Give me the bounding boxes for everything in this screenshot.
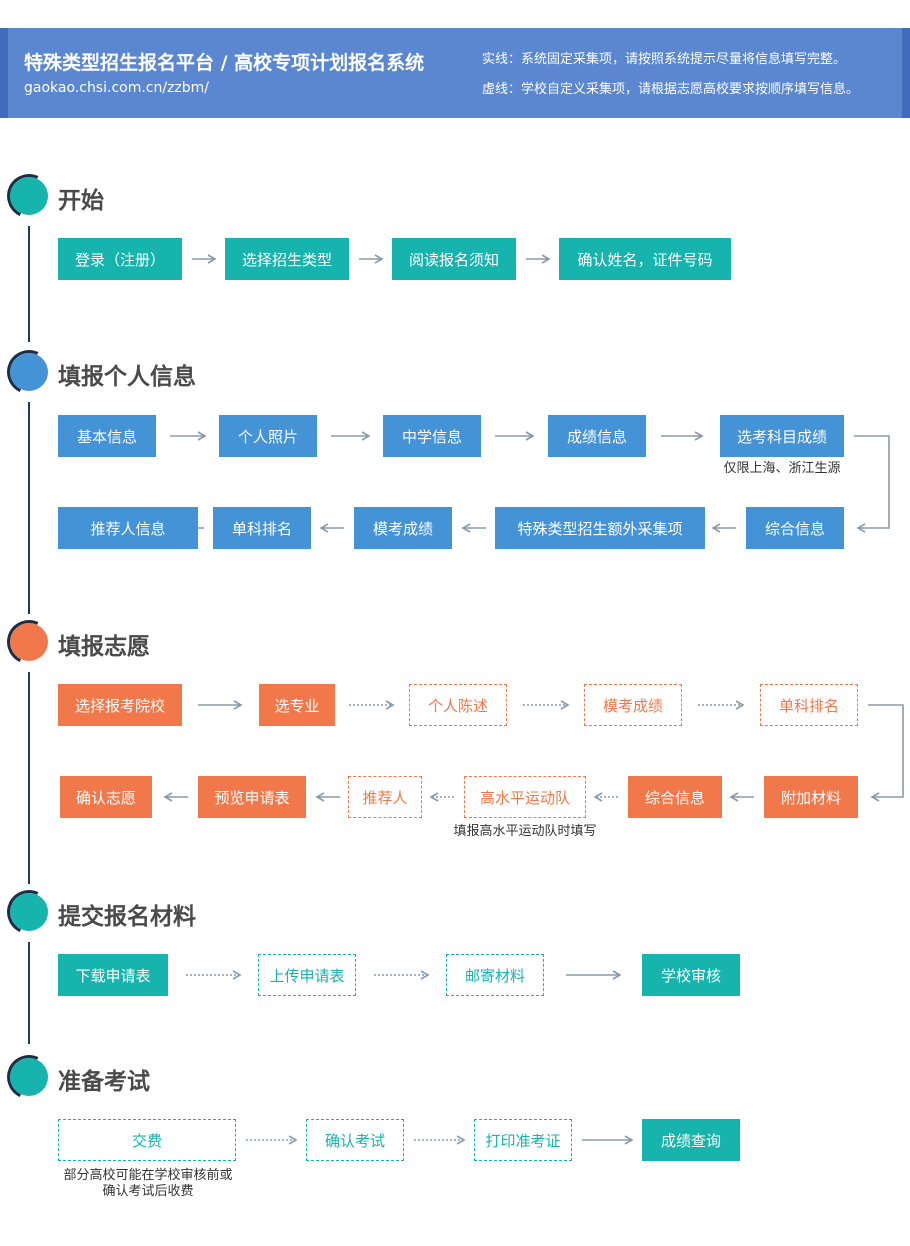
header-banner: 特殊类型招生报名平台 / 高校专项计划报名系统 gaokao.chsi.com.… <box>0 28 910 118</box>
step-score-query[interactable]: 成绩查询 <box>642 1119 740 1161</box>
step-read-notice[interactable]: 阅读报名须知 <box>392 238 516 280</box>
section-marker-start <box>0 167 58 225</box>
step-basic-info[interactable]: 基本信息 <box>58 415 156 457</box>
step-confirm-identity[interactable]: 确认姓名，证件号码 <box>559 238 731 280</box>
legend-dashed-note: 虚线：学校自定义采集项，请根据志愿高校要求按顺序填写信息。 <box>482 82 860 97</box>
step-mail-materials[interactable]: 邮寄材料 <box>446 954 544 996</box>
legend-solid-note: 实线：系统固定采集项，请按照系统提示尽量将信息填写完整。 <box>482 52 847 67</box>
step-referee[interactable]: 推荐人 <box>348 776 422 818</box>
step-confirm-wish[interactable]: 确认志愿 <box>60 776 152 818</box>
step-confirm-exam[interactable]: 确认考试 <box>306 1119 404 1161</box>
step-personal-statement[interactable]: 个人陈述 <box>409 684 507 726</box>
section-title-submit: 提交报名材料 <box>58 904 196 930</box>
section-title-start: 开始 <box>58 188 104 214</box>
step-score-info[interactable]: 成绩信息 <box>548 415 646 457</box>
step-elective-score[interactable]: 选考科目成绩 <box>720 415 844 457</box>
note-payment-line1: 部分高校可能在学校审核前或 <box>63 1168 233 1183</box>
note-payment-line2: 确认考试后收费 <box>102 1184 194 1199</box>
section-marker-personal <box>0 343 58 401</box>
section-marker-wish <box>0 613 58 671</box>
step-select-major[interactable]: 选专业 <box>259 684 335 726</box>
header-title: 特殊类型招生报名平台 / 高校专项计划报名系统 <box>24 52 425 74</box>
note-payment-timing: 部分高校可能在学校审核前或 确认考试后收费 <box>48 1168 248 1200</box>
step-preview-form[interactable]: 预览申请表 <box>198 776 306 818</box>
step-login[interactable]: 登录（注册） <box>58 238 182 280</box>
section-title-personal: 填报个人信息 <box>58 364 196 390</box>
section-title-wish: 填报志愿 <box>58 634 150 660</box>
timeline-line <box>28 402 30 614</box>
step-mock-score[interactable]: 模考成绩 <box>354 507 452 549</box>
timeline-line <box>28 942 30 1044</box>
timeline-line <box>28 672 30 884</box>
step-wish-mock-score[interactable]: 模考成绩 <box>584 684 682 726</box>
note-sports-team: 填报高水平运动队时填写 <box>453 824 597 839</box>
step-photo[interactable]: 个人照片 <box>219 415 317 457</box>
section-title-exam: 准备考试 <box>58 1069 150 1095</box>
step-extra-items[interactable]: 特殊类型招生额外采集项 <box>495 507 705 549</box>
step-additional-materials[interactable]: 附加材料 <box>764 776 858 818</box>
note-shanghai-zhejiang: 仅限上海、浙江生源 <box>723 461 841 476</box>
step-download-form[interactable]: 下载申请表 <box>58 954 168 996</box>
step-wish-subject-rank[interactable]: 单科排名 <box>760 684 858 726</box>
header-url[interactable]: gaokao.chsi.com.cn/zzbm/ <box>24 80 210 96</box>
step-comprehensive-info[interactable]: 综合信息 <box>746 507 844 549</box>
arrow-connector <box>854 435 890 533</box>
timeline-line <box>28 226 30 342</box>
step-school-review[interactable]: 学校审核 <box>642 954 740 996</box>
header-left-bar <box>0 28 8 118</box>
step-subject-rank[interactable]: 单科排名 <box>213 507 311 549</box>
header-right-bar <box>902 28 910 118</box>
step-referee-info[interactable]: 推荐人信息 <box>58 507 198 549</box>
step-school-info[interactable]: 中学信息 <box>383 415 481 457</box>
step-sports-team[interactable]: 高水平运动队 <box>464 776 586 818</box>
step-payment[interactable]: 交费 <box>58 1119 236 1161</box>
step-print-ticket[interactable]: 打印准考证 <box>474 1119 572 1161</box>
step-wish-comprehensive[interactable]: 综合信息 <box>628 776 722 818</box>
step-select-type[interactable]: 选择招生类型 <box>225 238 349 280</box>
step-select-college[interactable]: 选择报考院校 <box>58 684 182 726</box>
arrow-connector <box>868 704 904 802</box>
step-upload-form[interactable]: 上传申请表 <box>258 954 356 996</box>
section-marker-exam <box>0 1048 58 1106</box>
section-marker-submit <box>0 883 58 941</box>
